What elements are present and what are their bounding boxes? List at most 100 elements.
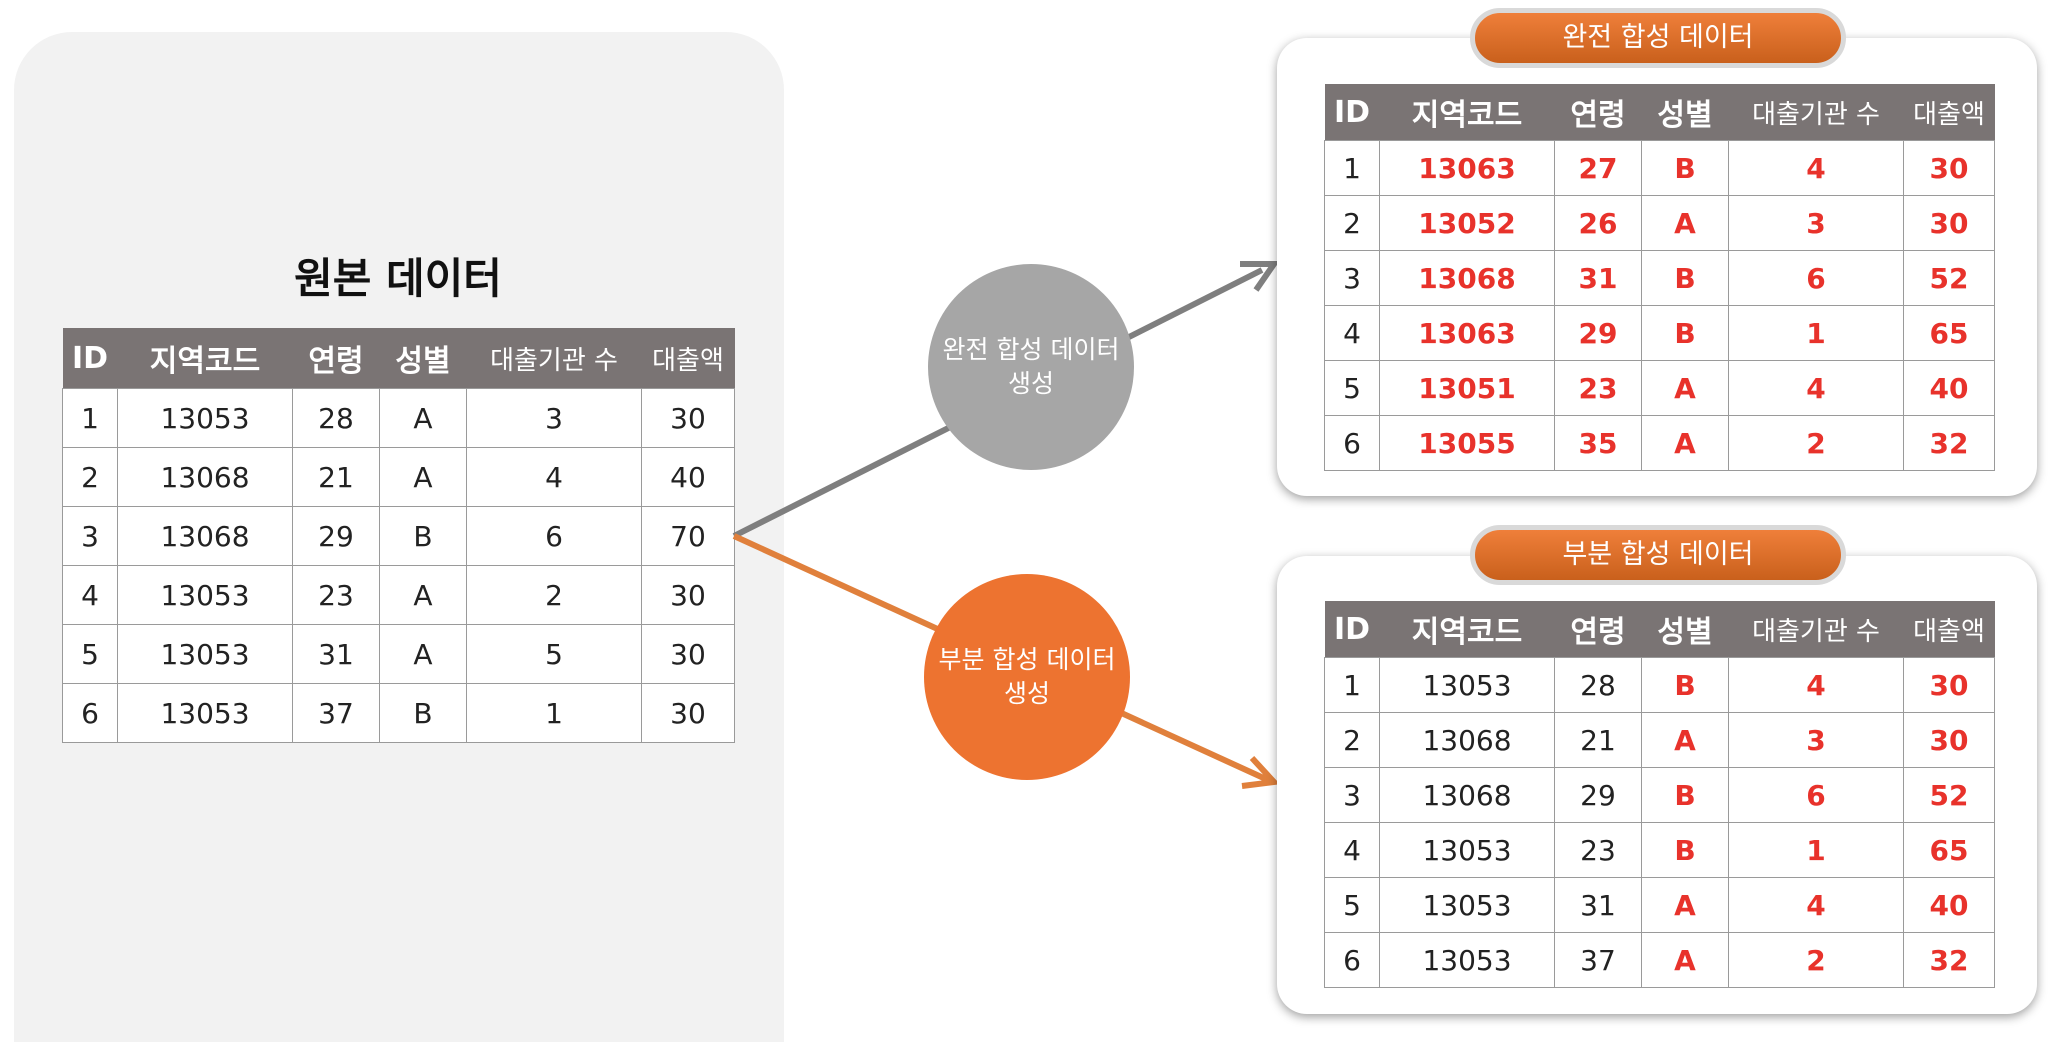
cell-loan-amount: 30 xyxy=(1903,657,1995,713)
header-id: ID xyxy=(1324,601,1380,658)
header-id: ID xyxy=(62,328,118,389)
cell-id: 2 xyxy=(1324,712,1380,768)
cell-loan-amount: 32 xyxy=(1903,932,1995,988)
cell-region-code: 13068 xyxy=(1379,712,1555,768)
cell-lender-count: 4 xyxy=(1728,360,1904,416)
cell-region-code: 13053 xyxy=(117,388,293,448)
cell-id: 3 xyxy=(1324,250,1380,306)
partial-synthesis-process-label: 부분 합성 데이터 생성 xyxy=(938,645,1116,708)
cell-lender-count: 6 xyxy=(466,506,642,566)
cell-id: 4 xyxy=(1324,305,1380,361)
cell-age: 26 xyxy=(1554,195,1642,251)
partial-synthesis-arrowhead xyxy=(1241,755,1281,789)
cell-lender-count: 2 xyxy=(466,565,642,625)
cell-id: 1 xyxy=(62,388,118,448)
cell-region-code: 13053 xyxy=(1379,932,1555,988)
cell-id: 4 xyxy=(1324,822,1380,878)
cell-age: 37 xyxy=(292,683,380,743)
cell-region-code: 13053 xyxy=(1379,877,1555,933)
cell-gender: B xyxy=(1641,305,1729,361)
cell-lender-count: 5 xyxy=(466,624,642,684)
cell-lender-count: 4 xyxy=(1728,877,1904,933)
cell-gender: A xyxy=(1641,932,1729,988)
cell-loan-amount: 65 xyxy=(1903,822,1995,878)
header-age: 연령 xyxy=(1554,601,1642,658)
cell-gender: A xyxy=(379,624,467,684)
cell-id: 2 xyxy=(62,447,118,507)
cell-region-code: 13052 xyxy=(1379,195,1555,251)
cell-gender: B xyxy=(1641,140,1729,196)
cell-lender-count: 3 xyxy=(1728,712,1904,768)
header-id: ID xyxy=(1324,84,1380,141)
header-lender-count: 대출기관 수 xyxy=(1728,601,1904,658)
cell-loan-amount: 40 xyxy=(641,447,735,507)
cell-gender: A xyxy=(1641,877,1729,933)
header-age: 연령 xyxy=(1554,84,1642,141)
table-header-row: ID 지역코드 연령 성별 대출기관 수 대출액 xyxy=(1324,601,1995,658)
cell-region-code: 13068 xyxy=(117,447,293,507)
cell-age: 27 xyxy=(1554,140,1642,196)
cell-lender-count: 4 xyxy=(1728,140,1904,196)
header-loan-amount: 대출액 xyxy=(1903,84,1995,141)
cell-loan-amount: 52 xyxy=(1903,767,1995,823)
cell-age: 29 xyxy=(1554,767,1642,823)
cell-loan-amount: 52 xyxy=(1903,250,1995,306)
cell-region-code: 13055 xyxy=(1379,415,1555,471)
cell-gender: A xyxy=(379,388,467,448)
full-synthesis-process-label: 완전 합성 데이터 생성 xyxy=(942,335,1120,398)
cell-id: 6 xyxy=(1324,932,1380,988)
cell-id: 3 xyxy=(1324,767,1380,823)
cell-gender: A xyxy=(379,565,467,625)
cell-loan-amount: 32 xyxy=(1903,415,1995,471)
cell-id: 6 xyxy=(1324,415,1380,471)
cell-region-code: 13053 xyxy=(1379,657,1555,713)
cell-age: 21 xyxy=(1554,712,1642,768)
cell-age: 23 xyxy=(1554,360,1642,416)
cell-region-code: 13051 xyxy=(1379,360,1555,416)
cell-id: 4 xyxy=(62,565,118,625)
cell-region-code: 13053 xyxy=(117,565,293,625)
header-gender: 성별 xyxy=(379,328,467,389)
cell-lender-count: 6 xyxy=(1728,767,1904,823)
cell-loan-amount: 30 xyxy=(1903,712,1995,768)
header-region-code: 지역코드 xyxy=(1379,601,1555,658)
cell-loan-amount: 30 xyxy=(641,388,735,448)
cell-loan-amount: 30 xyxy=(641,683,735,743)
cell-loan-amount: 40 xyxy=(1903,877,1995,933)
cell-age: 31 xyxy=(1554,877,1642,933)
cell-gender: A xyxy=(1641,195,1729,251)
cell-region-code: 13053 xyxy=(117,624,293,684)
cell-loan-amount: 70 xyxy=(641,506,735,566)
cell-gender: A xyxy=(379,447,467,507)
cell-loan-amount: 30 xyxy=(641,565,735,625)
cell-gender: B xyxy=(1641,250,1729,306)
partial-synthesis-process-node: 부분 합성 데이터 생성 xyxy=(924,574,1130,780)
cell-region-code: 13053 xyxy=(1379,822,1555,878)
cell-region-code: 13068 xyxy=(1379,767,1555,823)
cell-region-code: 13063 xyxy=(1379,140,1555,196)
full-synthesis-process-node: 완전 합성 데이터 생성 xyxy=(928,264,1134,470)
cell-lender-count: 3 xyxy=(1728,195,1904,251)
cell-region-code: 13053 xyxy=(117,683,293,743)
cell-age: 23 xyxy=(292,565,380,625)
cell-gender: A xyxy=(1641,712,1729,768)
cell-lender-count: 4 xyxy=(1728,657,1904,713)
cell-age: 29 xyxy=(1554,305,1642,361)
header-lender-count: 대출기관 수 xyxy=(1728,84,1904,141)
original-data-title: 원본 데이터 xyxy=(294,254,502,303)
